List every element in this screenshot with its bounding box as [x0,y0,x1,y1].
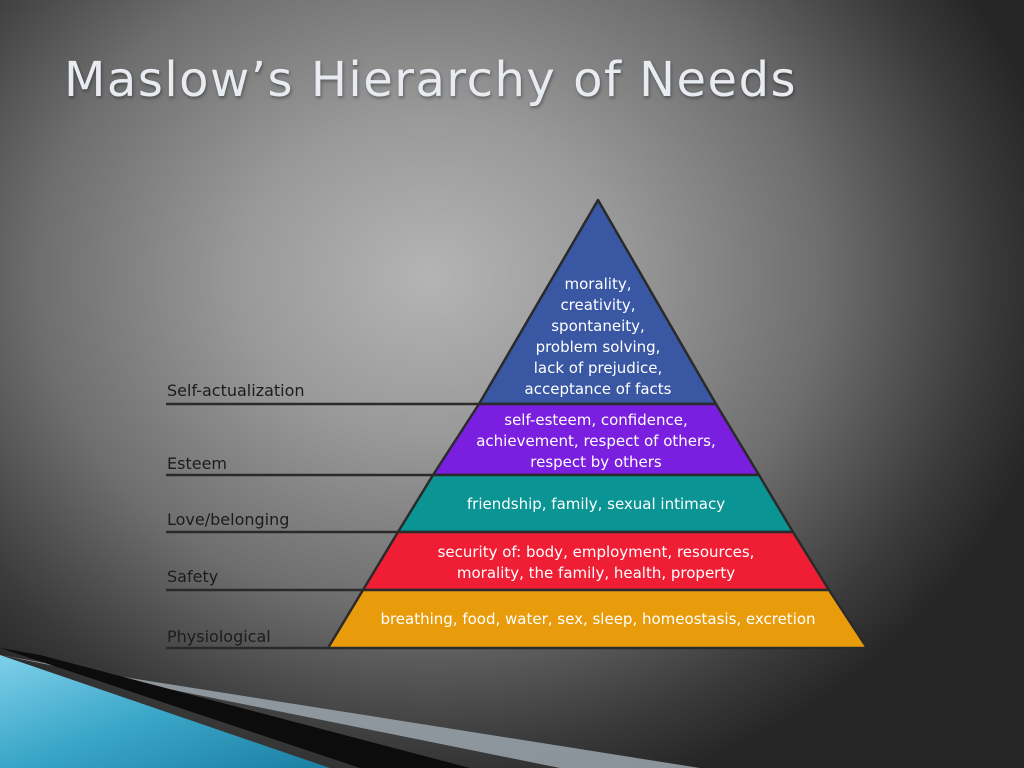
swoosh-black-band [0,648,470,768]
tier-line: respect by others [530,453,662,471]
tier-line: lack of prejudice, [534,359,662,377]
swoosh-blue-band [0,655,330,768]
tier-line: spontaneity, [551,317,645,335]
level-name-safety: Safety [167,567,218,586]
tier-line: creativity, [560,296,635,314]
tier-text-self-actualization: morality, creativity, spontaneity, probl… [525,275,672,398]
slide-title: Maslow’s Hierarchy of Needs [64,52,798,108]
tier-line: friendship, family, sexual intimacy [467,495,725,513]
level-name-love-belonging: Love/belonging [167,510,289,529]
tier-text-esteem: self-esteem, confidence, achievement, re… [476,411,716,471]
tier-text-safety: security of: body, employment, resources… [438,543,755,582]
tier-physiological [326,588,869,650]
tier-line: acceptance of facts [525,380,672,398]
tier-line: security of: body, employment, resources… [438,543,755,561]
level-name-esteem: Esteem [167,454,227,473]
tier-text-physiological: breathing, food, water, sex, sleep, home… [380,610,815,628]
tier-line: achievement, respect of others, [476,432,716,450]
level-name-physiological: Physiological [167,627,271,646]
tier-line: morality, the family, health, property [457,564,735,582]
tier-line: self-esteem, confidence, [504,411,688,429]
tier-line: morality, [564,275,631,293]
tier-text-love-belonging: friendship, family, sexual intimacy [467,495,725,513]
level-name-self-actualization: Self-actualization [167,381,305,400]
tier-line: problem solving, [536,338,661,356]
tier-line: breathing, food, water, sex, sleep, home… [380,610,815,628]
